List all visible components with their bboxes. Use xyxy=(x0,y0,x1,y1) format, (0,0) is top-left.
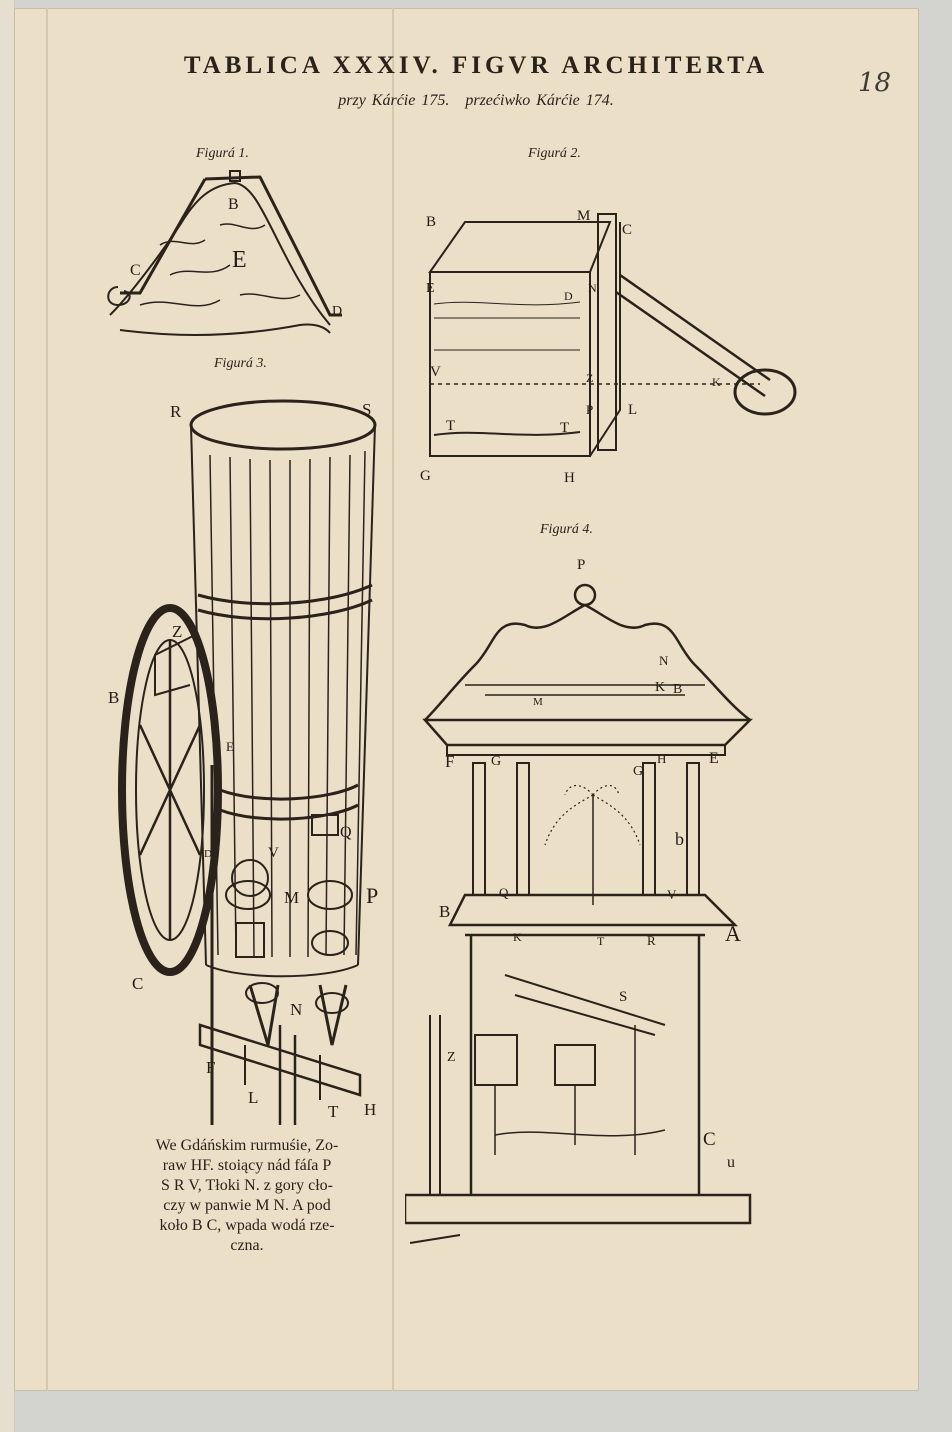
fig3-letter-e: E xyxy=(226,739,234,754)
fig3-letter-l: L xyxy=(248,1088,258,1107)
subtitle-left: przy Kárćie 175. xyxy=(338,92,450,109)
fig4-letter-v: V xyxy=(667,887,677,902)
fig4-letter-n: N xyxy=(659,653,669,668)
adjacent-page-edge xyxy=(0,0,15,1432)
fig1-letter-b: B xyxy=(228,196,239,213)
fig4-letter-b-small: b xyxy=(675,829,684,849)
fig2-letter-t-right: T xyxy=(560,420,569,436)
fig2-letter-b: B xyxy=(426,214,436,230)
fig4-letter-e: E xyxy=(709,750,719,767)
fig3-letter-z: Z xyxy=(172,622,182,641)
fig4-letter-r: R xyxy=(647,933,656,948)
fig4-letter-c: C xyxy=(703,1129,716,1150)
figure-3-water-tower: R S Z B E D V Q M P C N F L T H xyxy=(108,399,378,1125)
figure-1-siphon-mountain: B E C D xyxy=(107,170,342,336)
fig4-letter-g-left: G xyxy=(491,754,501,769)
fig3-letter-b: B xyxy=(108,688,119,707)
fig4-letter-k: K xyxy=(655,680,665,695)
fig4-letter-g-right: G xyxy=(633,764,643,779)
fig4-letter-s: S xyxy=(619,989,627,1005)
page-subtitle: przy Kárćie 175. przećiwko Kárćie 174. xyxy=(0,92,952,110)
fig4-letter-m: M xyxy=(533,696,543,708)
fig2-letter-c: C xyxy=(622,222,632,238)
fig4-letter-b-left: B xyxy=(439,902,450,921)
fig3-letter-s: S xyxy=(362,400,371,419)
fig2-letter-m: M xyxy=(577,208,590,224)
caption-line-6: czna. xyxy=(230,1237,264,1254)
fig3-letter-m: M xyxy=(284,888,299,907)
fold-line-left xyxy=(46,8,48,1391)
fig2-letter-l: L xyxy=(628,402,637,418)
fig4-letter-a: A xyxy=(725,921,741,946)
fig4-letter-k-lower: K xyxy=(513,930,522,944)
caption-line-2: raw HF. stoiący nád fáſa P xyxy=(162,1157,332,1174)
fig4-letter-h: H xyxy=(657,751,666,766)
fig2-letter-k: K xyxy=(712,375,721,389)
fig3-letter-h: H xyxy=(364,1100,376,1119)
fig3-letter-q: Q xyxy=(340,824,352,841)
fig2-letter-n: N xyxy=(588,281,597,295)
fig1-letter-c: C xyxy=(130,262,141,279)
fig4-letter-t: T xyxy=(597,934,605,948)
fig2-letter-e: E xyxy=(426,281,435,296)
fig4-letter-p: P xyxy=(577,557,585,573)
fig2-letter-d: D xyxy=(564,289,573,303)
caption-line-5: koło B C, wpada wodá rze- xyxy=(159,1217,335,1234)
fig3-letter-n: N xyxy=(290,1000,302,1019)
fig4-letter-b-top: B xyxy=(673,682,682,697)
fig3-letter-p: P xyxy=(366,883,378,908)
fold-line-center xyxy=(392,8,394,1391)
fig4-letter-z: Z xyxy=(447,1050,456,1065)
fig2-letter-p: P xyxy=(586,402,593,417)
subtitle-right: przećiwko Kárćie 174. xyxy=(465,92,614,109)
fig1-letter-d: D xyxy=(332,304,342,319)
caption-line-3: S R V, Tłoki N. z gory cło- xyxy=(160,1177,333,1194)
fig4-letter-f: F xyxy=(445,752,454,771)
figure-4-label: Figurá 4. xyxy=(540,522,593,537)
caption-line-1: We Gdáńskim rurmuśie, Zo- xyxy=(155,1137,339,1154)
figure-2-label: Figurá 2. xyxy=(528,146,581,161)
caption-line-4: czy w panwie M N. A pod xyxy=(163,1197,331,1214)
fig3-letter-f: F xyxy=(206,1058,215,1077)
page-title: TABLICA XXXIV. FIGVR ARCHITERTA xyxy=(183,52,769,79)
figure-3-label: Figurá 3. xyxy=(214,356,267,371)
fig2-letter-z: Z xyxy=(586,371,593,385)
fig2-letter-v: V xyxy=(430,364,441,380)
fig4-letter-q: Q xyxy=(499,885,509,900)
fig3-letter-r: R xyxy=(170,402,182,421)
fig2-letter-g: G xyxy=(420,468,431,484)
fig3-letter-d: D xyxy=(204,848,212,860)
fig1-letter-e: E xyxy=(232,247,247,273)
figure-1-label: Figurá 1. xyxy=(196,146,249,161)
figure-caption: We Gdáńskim rurmuśie, Zo- raw HF. stoiąc… xyxy=(112,1136,382,1256)
fig2-letter-t-left: T xyxy=(446,418,455,434)
fig3-letter-t: T xyxy=(328,1102,339,1121)
fig3-letter-c: C xyxy=(132,974,143,993)
fig3-letter-v: V xyxy=(268,845,279,861)
fig4-letter-u: u xyxy=(727,1154,735,1171)
figure-4-fountain-pavilion: P N K B M F G G H E b B Q V A K T R S Z … xyxy=(405,557,754,1244)
figure-2-cistern: B M C E D N V Z K T T P L G H xyxy=(420,208,797,486)
page-number-handwritten: 18 xyxy=(858,68,892,98)
paper-sheet xyxy=(14,8,919,1391)
fig2-letter-h: H xyxy=(564,470,575,486)
